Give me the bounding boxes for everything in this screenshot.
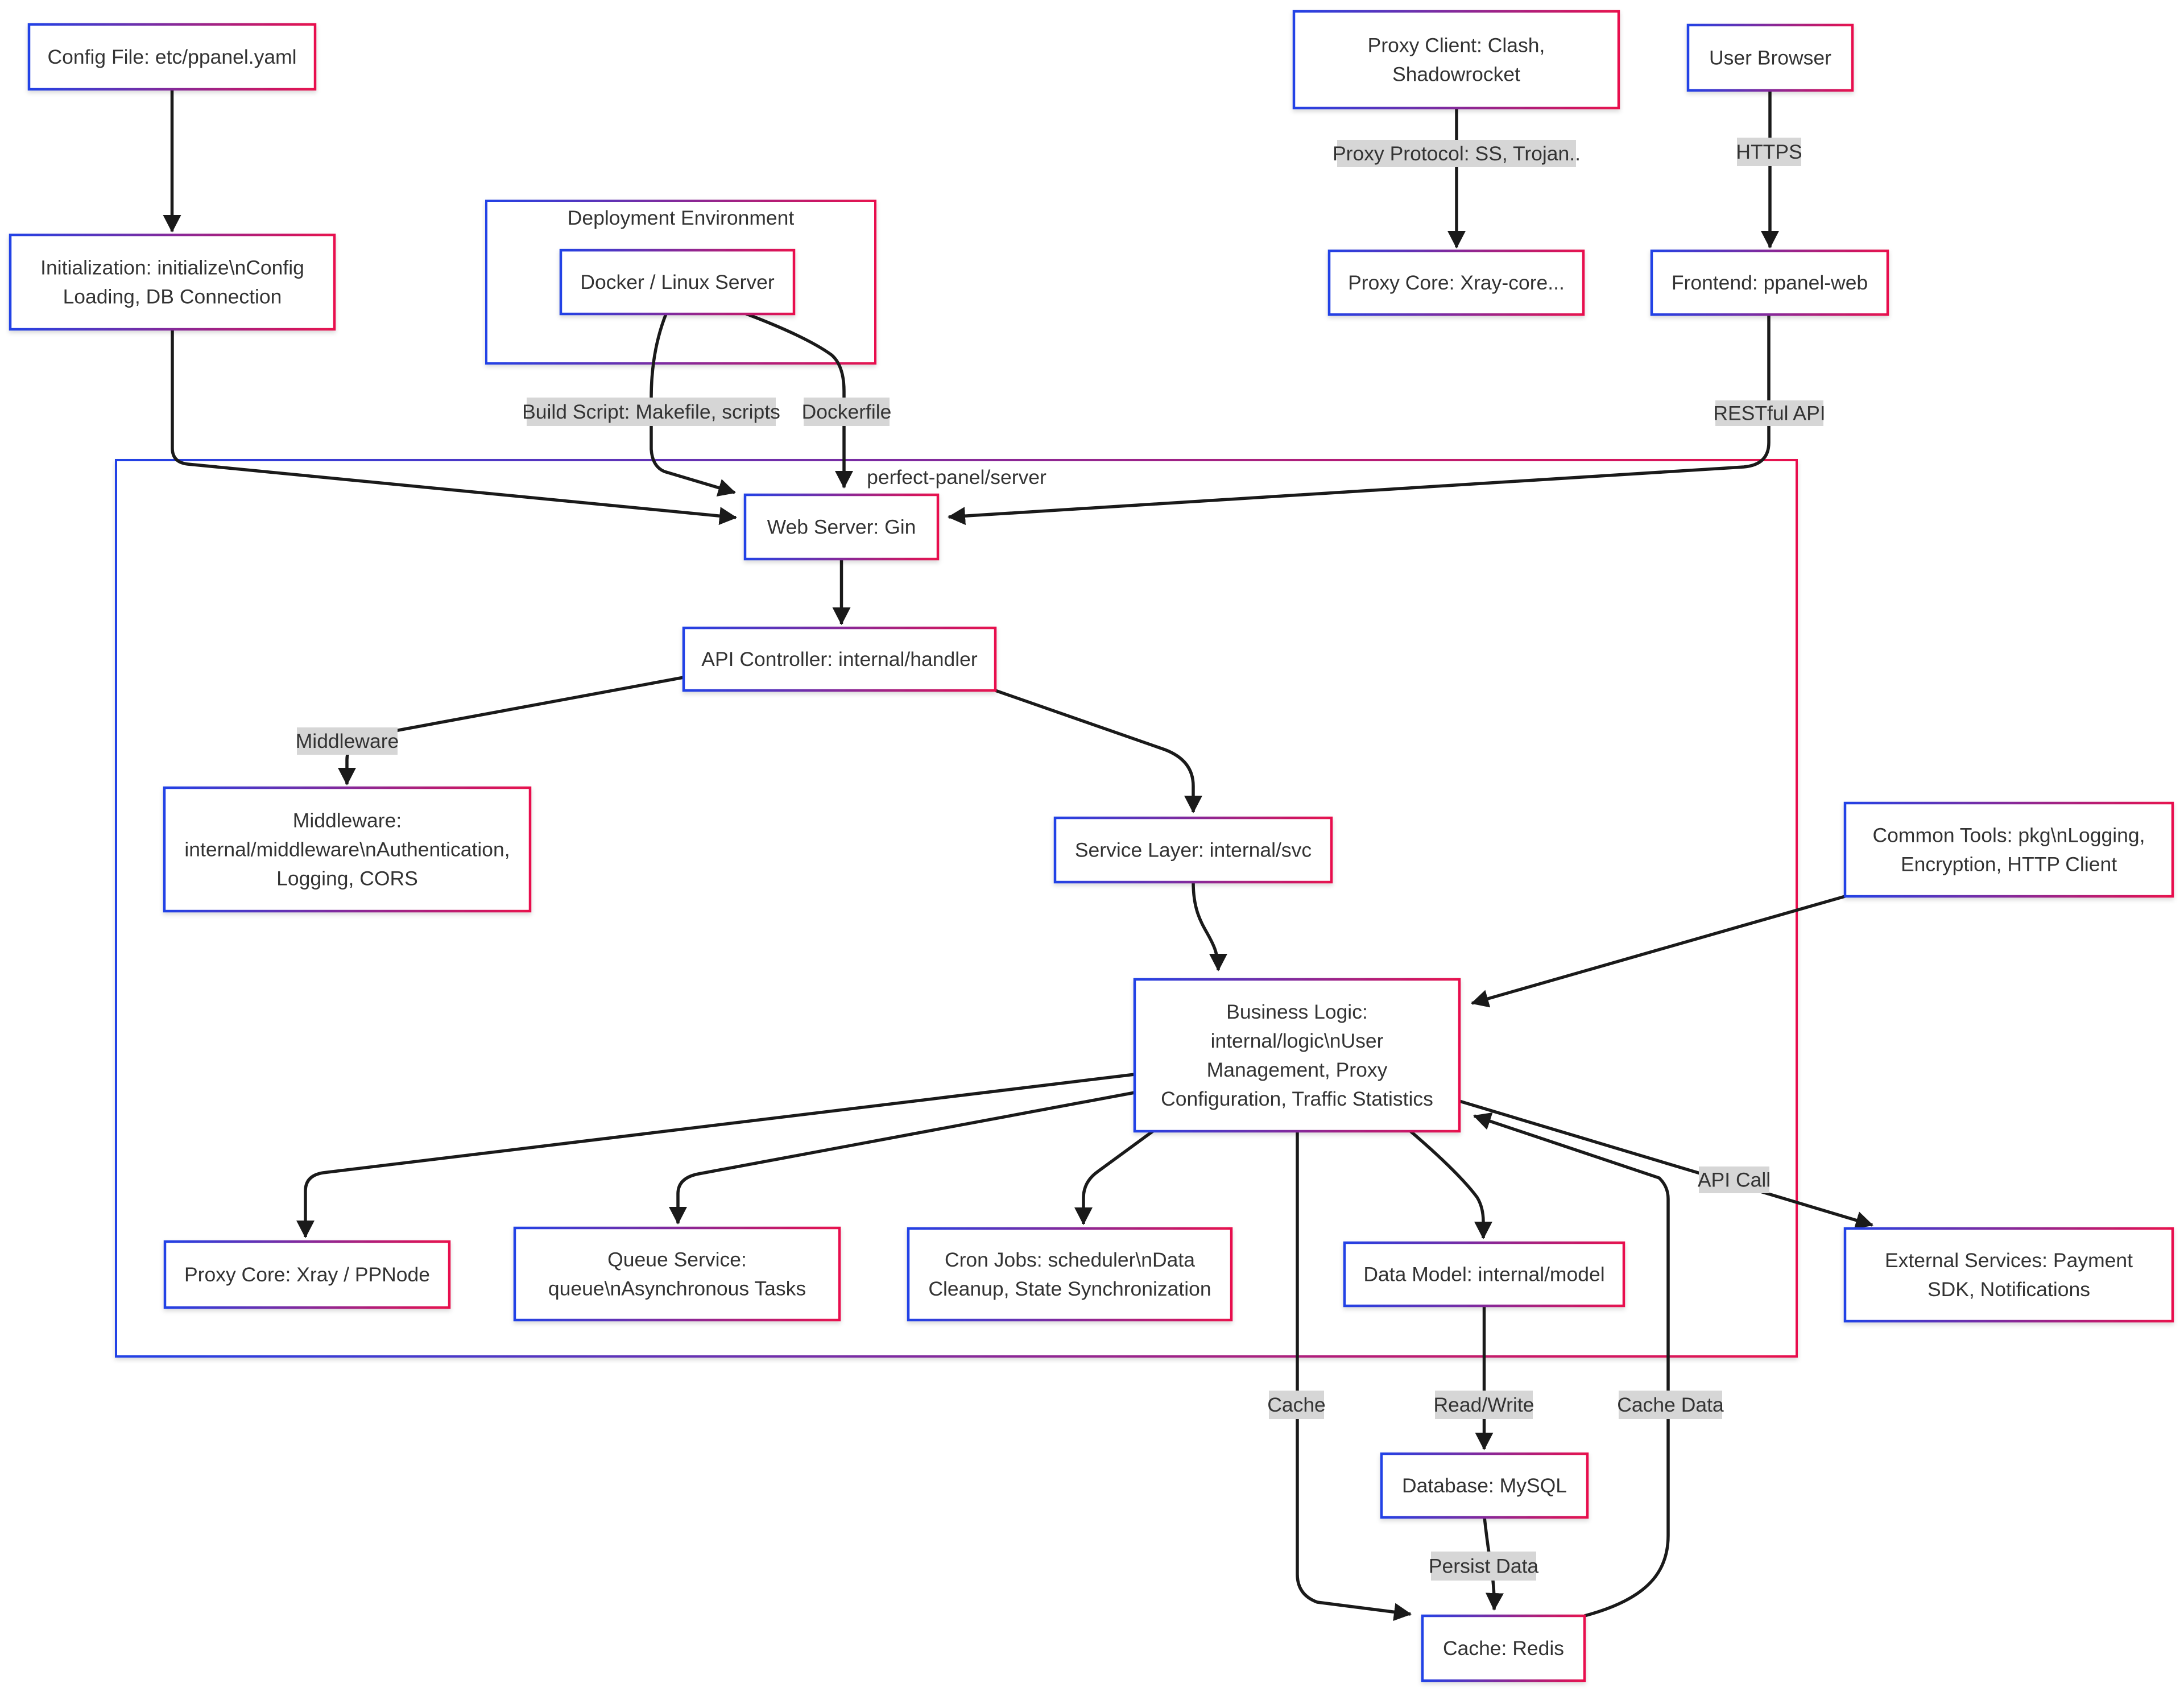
svg-text:Loading, DB Connection: Loading, DB Connection (63, 286, 282, 308)
svg-text:Business Logic:: Business Logic: (1226, 1000, 1368, 1023)
svg-text:Encryption, HTTP Client: Encryption, HTTP Client (1901, 853, 2117, 876)
svg-text:Service Layer: internal/svc: Service Layer: internal/svc (1075, 839, 1312, 862)
svg-text:queue\nAsynchronous Tasks: queue\nAsynchronous Tasks (548, 1277, 806, 1300)
svg-text:Frontend: ppanel-web: Frontend: ppanel-web (1672, 271, 1868, 294)
svg-text:Dockerfile: Dockerfile (802, 400, 892, 423)
svg-text:Config File: etc/ppanel.yaml: Config File: etc/ppanel.yaml (47, 45, 296, 68)
svg-text:Common Tools: pkg\nLogging,: Common Tools: pkg\nLogging, (1873, 824, 2145, 847)
svg-text:Shadowrocket: Shadowrocket (1392, 63, 1520, 86)
svg-text:Data Model: internal/model: Data Model: internal/model (1363, 1263, 1604, 1286)
svg-text:Web Server: Gin: Web Server: Gin (767, 516, 916, 539)
svg-text:HTTPS: HTTPS (1736, 140, 1802, 163)
svg-text:Persist Data: Persist Data (1429, 1555, 1539, 1578)
svg-text:Deployment Environment: Deployment Environment (568, 206, 795, 229)
svg-text:Initialization: initialize\nCo: Initialization: initialize\nConfig (40, 257, 304, 279)
svg-text:SDK, Notifications: SDK, Notifications (1927, 1278, 2090, 1301)
svg-text:Database: MySQL: Database: MySQL (1402, 1474, 1567, 1497)
svg-text:perfect-panel/server: perfect-panel/server (867, 466, 1046, 489)
svg-text:Proxy Core: Xray-core...: Proxy Core: Xray-core... (1348, 271, 1565, 294)
svg-text:Build Script: Makefile, script: Build Script: Makefile, scripts (522, 400, 780, 423)
svg-text:Configuration, Traffic Statist: Configuration, Traffic Statistics (1161, 1087, 1433, 1110)
svg-text:Docker / Linux Server: Docker / Linux Server (580, 271, 775, 293)
svg-text:Cleanup, State Synchronization: Cleanup, State Synchronization (928, 1277, 1211, 1300)
svg-text:Cron Jobs: scheduler\nData: Cron Jobs: scheduler\nData (945, 1248, 1195, 1271)
svg-text:RESTful API: RESTful API (1713, 402, 1825, 425)
svg-text:Queue Service:: Queue Service: (607, 1248, 747, 1271)
svg-text:Logging, CORS: Logging, CORS (276, 867, 418, 890)
svg-text:Proxy Client: Clash,: Proxy Client: Clash, (1368, 34, 1545, 57)
svg-text:Proxy Protocol: SS, Trojan..: Proxy Protocol: SS, Trojan.. (1333, 142, 1581, 165)
svg-text:Cache: Cache (1267, 1393, 1326, 1416)
svg-text:Proxy Core: Xray / PPNode: Proxy Core: Xray / PPNode (184, 1263, 430, 1286)
svg-text:API Call: API Call (1698, 1169, 1771, 1192)
svg-text:internal/logic\nUser: internal/logic\nUser (1211, 1029, 1384, 1052)
svg-text:User Browser: User Browser (1709, 47, 1831, 69)
svg-text:Cache Data: Cache Data (1617, 1393, 1724, 1416)
svg-text:Read/Write: Read/Write (1434, 1393, 1534, 1416)
svg-text:External Services: Payment: External Services: Payment (1885, 1249, 2133, 1272)
svg-text:Middleware:: Middleware: (293, 809, 402, 832)
svg-text:Middleware: Middleware (296, 730, 399, 752)
svg-text:API Controller: internal/handl: API Controller: internal/handler (701, 648, 978, 671)
svg-text:Management, Proxy: Management, Proxy (1207, 1058, 1388, 1081)
svg-text:internal/middleware\nAuthentic: internal/middleware\nAuthentication, (184, 838, 510, 861)
svg-text:Cache: Redis: Cache: Redis (1443, 1637, 1564, 1660)
